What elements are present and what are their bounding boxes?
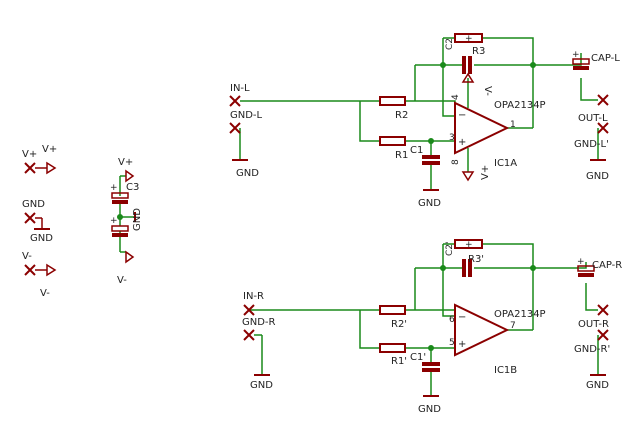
opamp-r-name: OPA2134P	[494, 309, 546, 320]
vminus-symbol: V- V-	[22, 251, 57, 299]
pin7-label: 7	[510, 321, 516, 331]
gnd-l-sym: GND	[236, 168, 259, 179]
r3p-label: R3'	[468, 254, 484, 265]
pin4-label: 4	[451, 94, 461, 100]
c1-label: C1	[410, 145, 423, 156]
gnd-r-label: GND-R	[242, 317, 276, 328]
vplus-net-label: V+	[22, 149, 37, 160]
opamp-l-ref: IC1A	[494, 158, 517, 169]
gnd-l-label: GND-L	[230, 110, 263, 121]
c1p-label: C1'	[410, 352, 426, 363]
left-channel: IN-L GND-L GND R2 R1 C1 GND C2 + R3 − + …	[229, 33, 620, 209]
out-l-label: OUT-L	[578, 113, 608, 124]
opamp-r-minus: −	[458, 312, 466, 323]
in-r-label: IN-R	[243, 291, 264, 302]
opamp-r-ref: IC1B	[494, 365, 517, 376]
opamp-l-vplus: V+	[480, 165, 491, 180]
vminus-sym-label: V-	[40, 288, 50, 299]
pin3-label: 3	[449, 133, 455, 143]
gnd-r-sym: GND	[250, 380, 273, 391]
vminus-net-label: V-	[22, 251, 32, 262]
cap-gnd-label: GND	[132, 208, 143, 231]
c3b-plus: +	[110, 216, 118, 226]
c2-label: C2	[445, 38, 455, 50]
cap-l-label: CAP-L	[591, 53, 620, 64]
r2-label: R2	[395, 110, 408, 121]
c3-plus: +	[110, 183, 118, 193]
c2p-label: C2'	[445, 242, 455, 256]
opamp-l-minus: −	[458, 110, 466, 121]
opamp-r-plus: +	[458, 339, 466, 350]
cap-r-label: CAP-R	[592, 260, 622, 271]
gnd-l-out-label: GND-L'	[574, 139, 609, 150]
pin5-label: 5	[449, 338, 455, 348]
opamp-l-vminus: V-	[482, 86, 493, 96]
r3-plus: +	[465, 34, 473, 44]
vplus-symbol: V+ V+	[22, 144, 57, 175]
gnd-sym-label: GND	[30, 233, 53, 244]
pin8-label: 8	[451, 159, 461, 165]
c1p-gnd-label: GND	[418, 404, 441, 415]
gnd-symbol: GND GND	[22, 199, 53, 244]
pin1-label: 1	[510, 120, 516, 130]
gnd-net-label: GND	[22, 199, 45, 210]
cap-vplus-label: V+	[118, 157, 133, 168]
opamp-l-plus: +	[458, 137, 466, 148]
vplus-sym-label: V+	[42, 144, 57, 155]
r1p-label: R1'	[391, 356, 407, 367]
c1-gnd-label: GND	[418, 198, 441, 209]
r2p-label: R2'	[391, 319, 407, 330]
r3p-plus: +	[465, 240, 473, 250]
cap-l-plus: +	[572, 50, 580, 60]
decoupling-caps: + + V+ C3 GND V-	[110, 157, 143, 286]
r3-label: R3	[472, 46, 485, 57]
gnd-l-out-sym: GND	[586, 171, 609, 182]
gnd-r-out-sym: GND	[586, 380, 609, 391]
gnd-r-out-label: GND-R'	[574, 344, 610, 355]
r1-label: R1	[395, 150, 408, 161]
cap-r-plus: +	[577, 257, 585, 267]
opamp-l-name: OPA2134P	[494, 100, 546, 111]
cap-vminus-label: V-	[117, 275, 127, 286]
cap-c3-label: C3	[126, 182, 139, 193]
in-l-label: IN-L	[230, 83, 250, 94]
right-channel: IN-R GND-R GND R2' R1' C1' GND C2' + R3'…	[242, 239, 622, 415]
pin6-label: 6	[449, 315, 455, 325]
out-r-label: OUT-R	[578, 319, 609, 330]
